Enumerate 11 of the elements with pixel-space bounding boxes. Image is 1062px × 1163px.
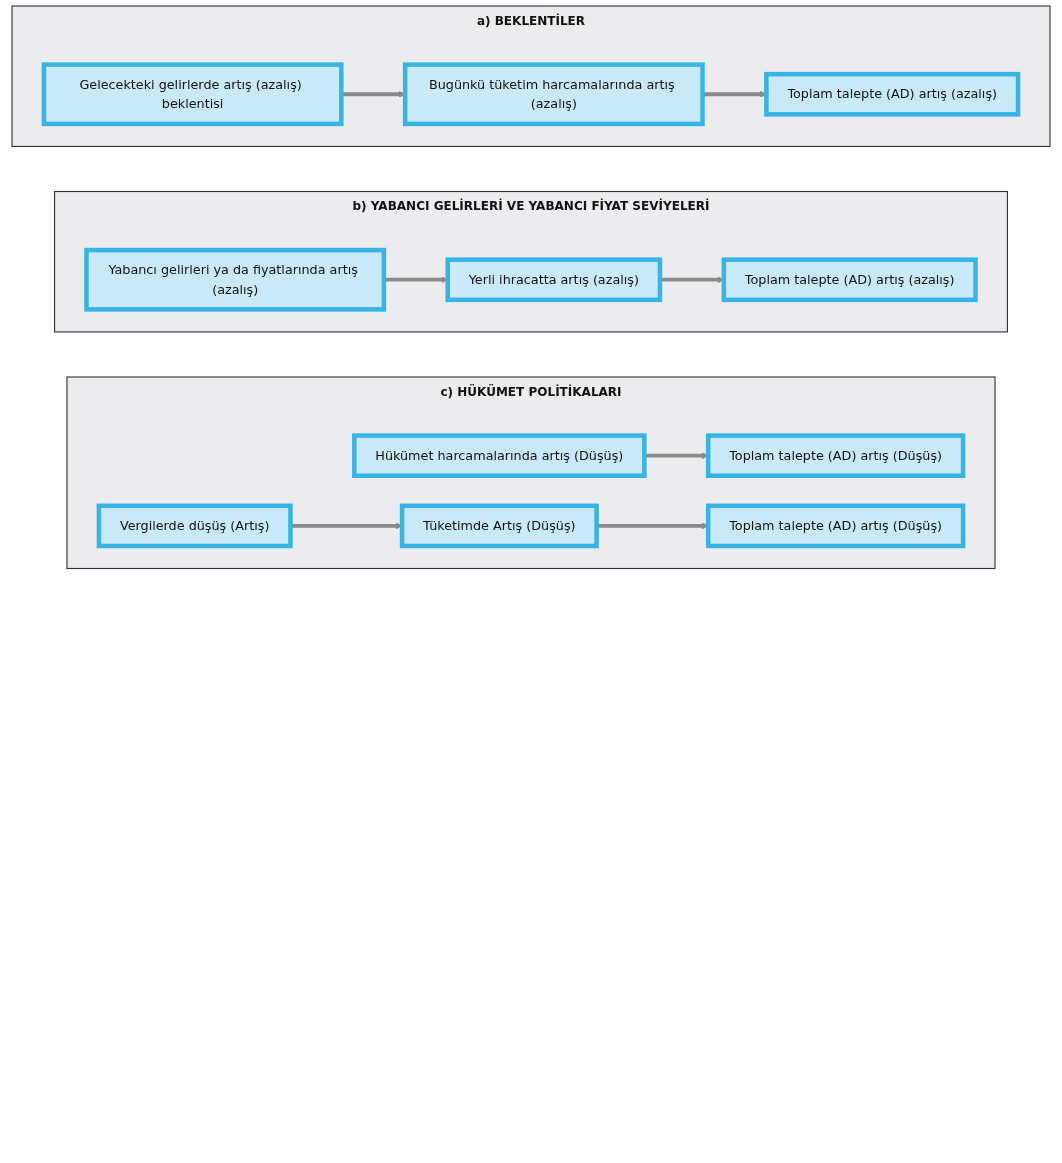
node-box: Hükümet harcamalarında artış (Düşüş): [352, 433, 647, 478]
node-box: Yerli ihracatta artış (azalış): [445, 257, 663, 303]
node-box: Toplam talepte (AD) artış (Düşüş): [705, 433, 966, 478]
node-box: Toplam talepte (AD) artış (azalış): [721, 257, 978, 303]
node-box: Gelecekteki gelirlerde artış (azalış) beklentisi: [41, 62, 344, 127]
node-box: Toplam talepte (AD) artış (Düşüş): [705, 503, 966, 549]
node-box: Yabancı gelirleri ya da fiyatlarında artış (azalış): [84, 247, 387, 312]
node-box: Toplam talepte (AD) artış (azalış): [764, 71, 1021, 117]
node-box: Vergilerde düşüş (Artış): [96, 503, 293, 549]
node-box: Tüketimde Artış (Düşüş): [399, 503, 599, 549]
node-box: Bugünkü tüketim harcamalarında artış (azalış): [402, 62, 705, 127]
